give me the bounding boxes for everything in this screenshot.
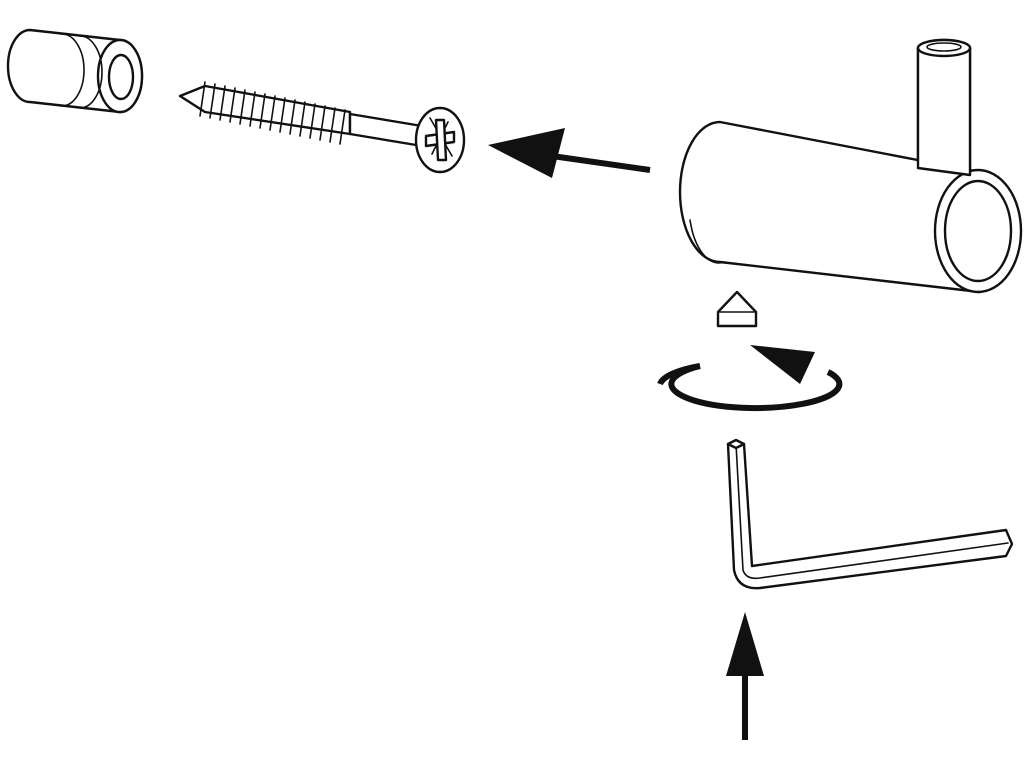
screw-thread xyxy=(199,81,346,145)
screw-icon xyxy=(178,81,466,174)
rotate-clockwise-icon xyxy=(657,345,843,412)
up-arrow-icon xyxy=(726,612,764,740)
left-arrow-icon xyxy=(488,128,651,178)
set-screw-icon xyxy=(716,290,758,328)
allen-key-icon xyxy=(726,438,1014,590)
wall-plug-icon xyxy=(6,28,144,114)
hook-icon xyxy=(678,38,1023,294)
